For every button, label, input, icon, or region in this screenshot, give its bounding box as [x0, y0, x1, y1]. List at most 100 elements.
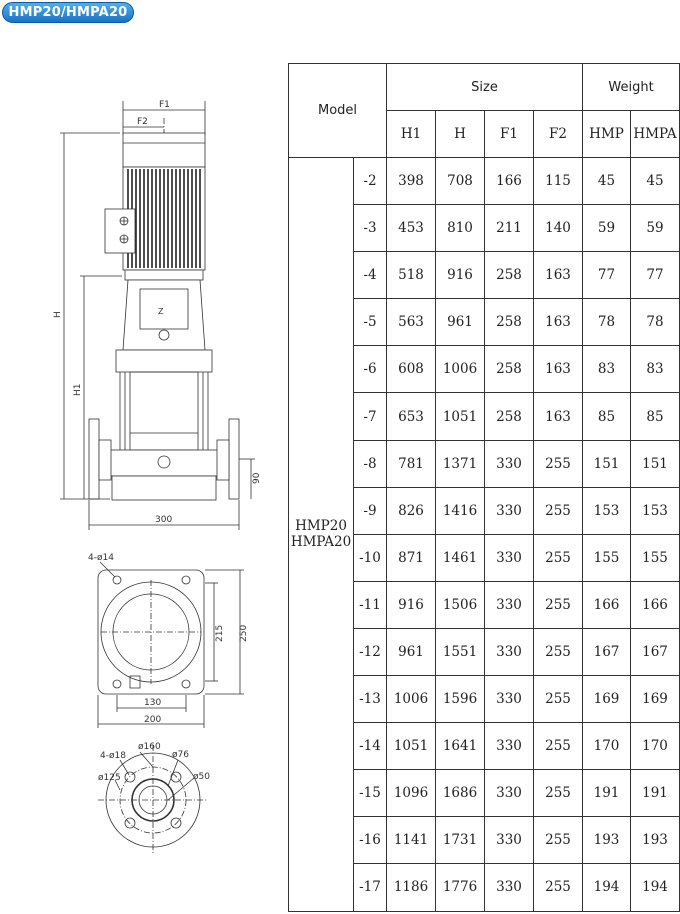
table-cell: 140 — [533, 204, 584, 253]
row-stage-cell: -9 — [352, 486, 388, 535]
header-size: Size — [386, 63, 584, 111]
row-stage-cell: -15 — [352, 769, 388, 818]
spec-table: Model Size Weight H1 H F1 F2 HMP HMPA HM… — [287, 63, 680, 912]
table-cell: 78 — [630, 298, 680, 347]
row-stage-cell: -14 — [352, 722, 388, 771]
table-cell: 330 — [484, 863, 535, 912]
table-cell: 330 — [484, 816, 535, 865]
dim-50: ø50 — [193, 772, 210, 782]
table-cell: 1006 — [435, 345, 486, 394]
table-cell: 961 — [386, 627, 437, 677]
table-cell: 258 — [484, 298, 535, 347]
table-cell: 153 — [630, 486, 680, 535]
table-cell: 151 — [582, 439, 632, 488]
table-cell: 191 — [582, 769, 632, 818]
table-cell: 1461 — [435, 533, 486, 582]
table-cell: 193 — [582, 816, 632, 865]
row-stage-cell: -6 — [352, 345, 388, 394]
row-stage-cell: -5 — [352, 298, 388, 347]
pump-base-view — [97, 561, 244, 728]
table-cell: 1506 — [435, 580, 486, 629]
table-cell: 85 — [630, 392, 680, 441]
table-cell: 1051 — [386, 722, 437, 771]
table-cell: 163 — [533, 298, 584, 347]
dim-160: ø160 — [138, 742, 161, 752]
table-cell: 211 — [484, 204, 535, 253]
dim-90: 90 — [252, 472, 262, 484]
table-cell: 167 — [630, 627, 680, 677]
table-cell: 77 — [582, 251, 632, 300]
table-cell: 258 — [484, 345, 535, 394]
flange-view — [98, 745, 208, 855]
table-cell: 255 — [533, 769, 584, 818]
dim-h1: H1 — [73, 384, 83, 397]
dim-215: 215 — [215, 625, 225, 642]
table-cell: 166 — [582, 580, 632, 629]
svg-text:Z: Z — [158, 307, 164, 316]
table-cell: 255 — [533, 439, 584, 488]
table-cell: 258 — [484, 392, 535, 441]
table-cell: 1596 — [435, 675, 486, 724]
table-cell: 166 — [630, 580, 680, 629]
dim-h: H — [53, 311, 63, 318]
table-cell: 45 — [630, 156, 680, 206]
row-stage-cell: -7 — [352, 392, 388, 441]
table-cell: 563 — [386, 298, 437, 347]
table-cell: 153 — [582, 486, 632, 535]
table-cell: 163 — [533, 251, 584, 300]
table-cell: 1686 — [435, 769, 486, 818]
row-stage-cell: -12 — [352, 627, 388, 677]
table-cell: 810 — [435, 204, 486, 253]
table-cell: 170 — [582, 722, 632, 771]
table-cell: 155 — [582, 533, 632, 582]
dim-76: ø76 — [172, 750, 189, 760]
col-f2: F2 — [533, 110, 584, 158]
header-weight: Weight — [582, 63, 680, 111]
table-cell: 330 — [484, 486, 535, 535]
row-stage-cell: -8 — [352, 439, 388, 488]
table-cell: 1186 — [386, 863, 437, 912]
model-name-hmpa: HMPA20 — [290, 534, 352, 551]
table-cell: 916 — [435, 251, 486, 300]
dim-base-holes: 4-ø14 — [88, 553, 114, 563]
col-hmpa: HMPA — [630, 110, 680, 158]
table-cell: 59 — [630, 204, 680, 253]
table-cell: 155 — [630, 533, 680, 582]
table-cell: 83 — [582, 345, 632, 394]
table-cell: 330 — [484, 769, 535, 818]
table-cell: 191 — [630, 769, 680, 818]
table-cell: 1416 — [435, 486, 486, 535]
col-f1: F1 — [484, 110, 535, 158]
table-cell: 330 — [484, 627, 535, 677]
table-cell: 255 — [533, 675, 584, 724]
table-cell: 169 — [582, 675, 632, 724]
table-cell: 1371 — [435, 439, 486, 488]
table-cell: 453 — [386, 204, 437, 253]
dim-f2: F2 — [137, 117, 148, 127]
model-badge: HMP20/HMPA20 — [2, 2, 134, 23]
table-cell: 330 — [484, 722, 535, 771]
table-cell: 163 — [533, 345, 584, 394]
table-cell: 781 — [386, 439, 437, 488]
table-cell: 194 — [630, 863, 680, 912]
table-cell: 78 — [582, 298, 632, 347]
row-stage-cell: -13 — [352, 675, 388, 724]
table-cell: 1731 — [435, 816, 486, 865]
table-cell: 330 — [484, 439, 535, 488]
table-cell: 169 — [630, 675, 680, 724]
table-cell: 255 — [533, 533, 584, 582]
table-cell: 1006 — [386, 675, 437, 724]
table-cell: 1551 — [435, 627, 486, 677]
table-cell: 255 — [533, 580, 584, 629]
table-cell: 45 — [582, 156, 632, 206]
